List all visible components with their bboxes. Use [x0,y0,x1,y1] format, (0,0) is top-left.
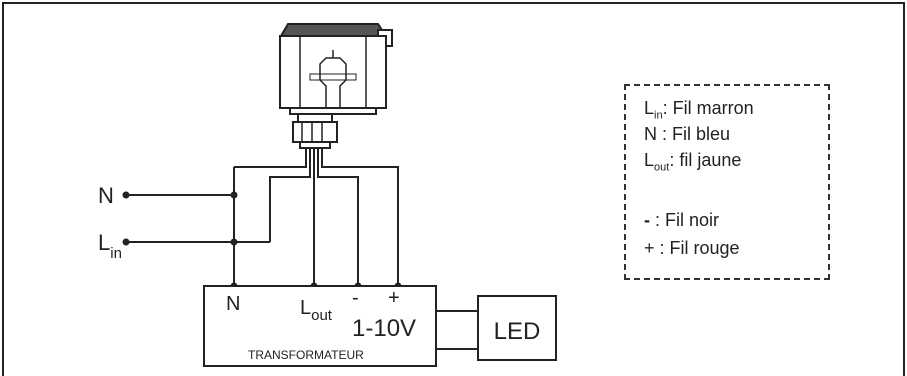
legend-n-line: N : Fil bleu [644,124,731,144]
transformer-minus-label: - [352,287,359,309]
led-box [477,295,557,361]
transformer-lout-label: Lout [300,297,333,324]
legend-plus-line: + : Fil rouge [644,238,740,258]
transformer-box [203,285,437,367]
neutral-terminal-label: N [98,183,114,208]
wires [126,148,478,350]
transformer-name: TRANSFORMATEUR [248,348,364,362]
lin-terminal-dot [122,238,130,246]
sensor-device [279,23,393,149]
transformer-n-label: N [226,293,240,315]
junction-dots [122,191,402,290]
dimming-label: 1-10V [352,315,416,342]
line-in-terminal-label: Lin [98,230,122,262]
legend-minus-line: - : Fil noir [644,210,720,230]
led-label: LED [494,318,541,345]
transformer-plus-label: + [388,287,400,309]
legend-lin-line: Lin: Fil marron [644,98,754,122]
n-terminal-dot [122,191,130,199]
color-legend: Lin: Fil marron N : Fil bleu Lout: fil j… [624,84,830,280]
legend-lout-line: Lout: fil jaune [644,150,742,174]
